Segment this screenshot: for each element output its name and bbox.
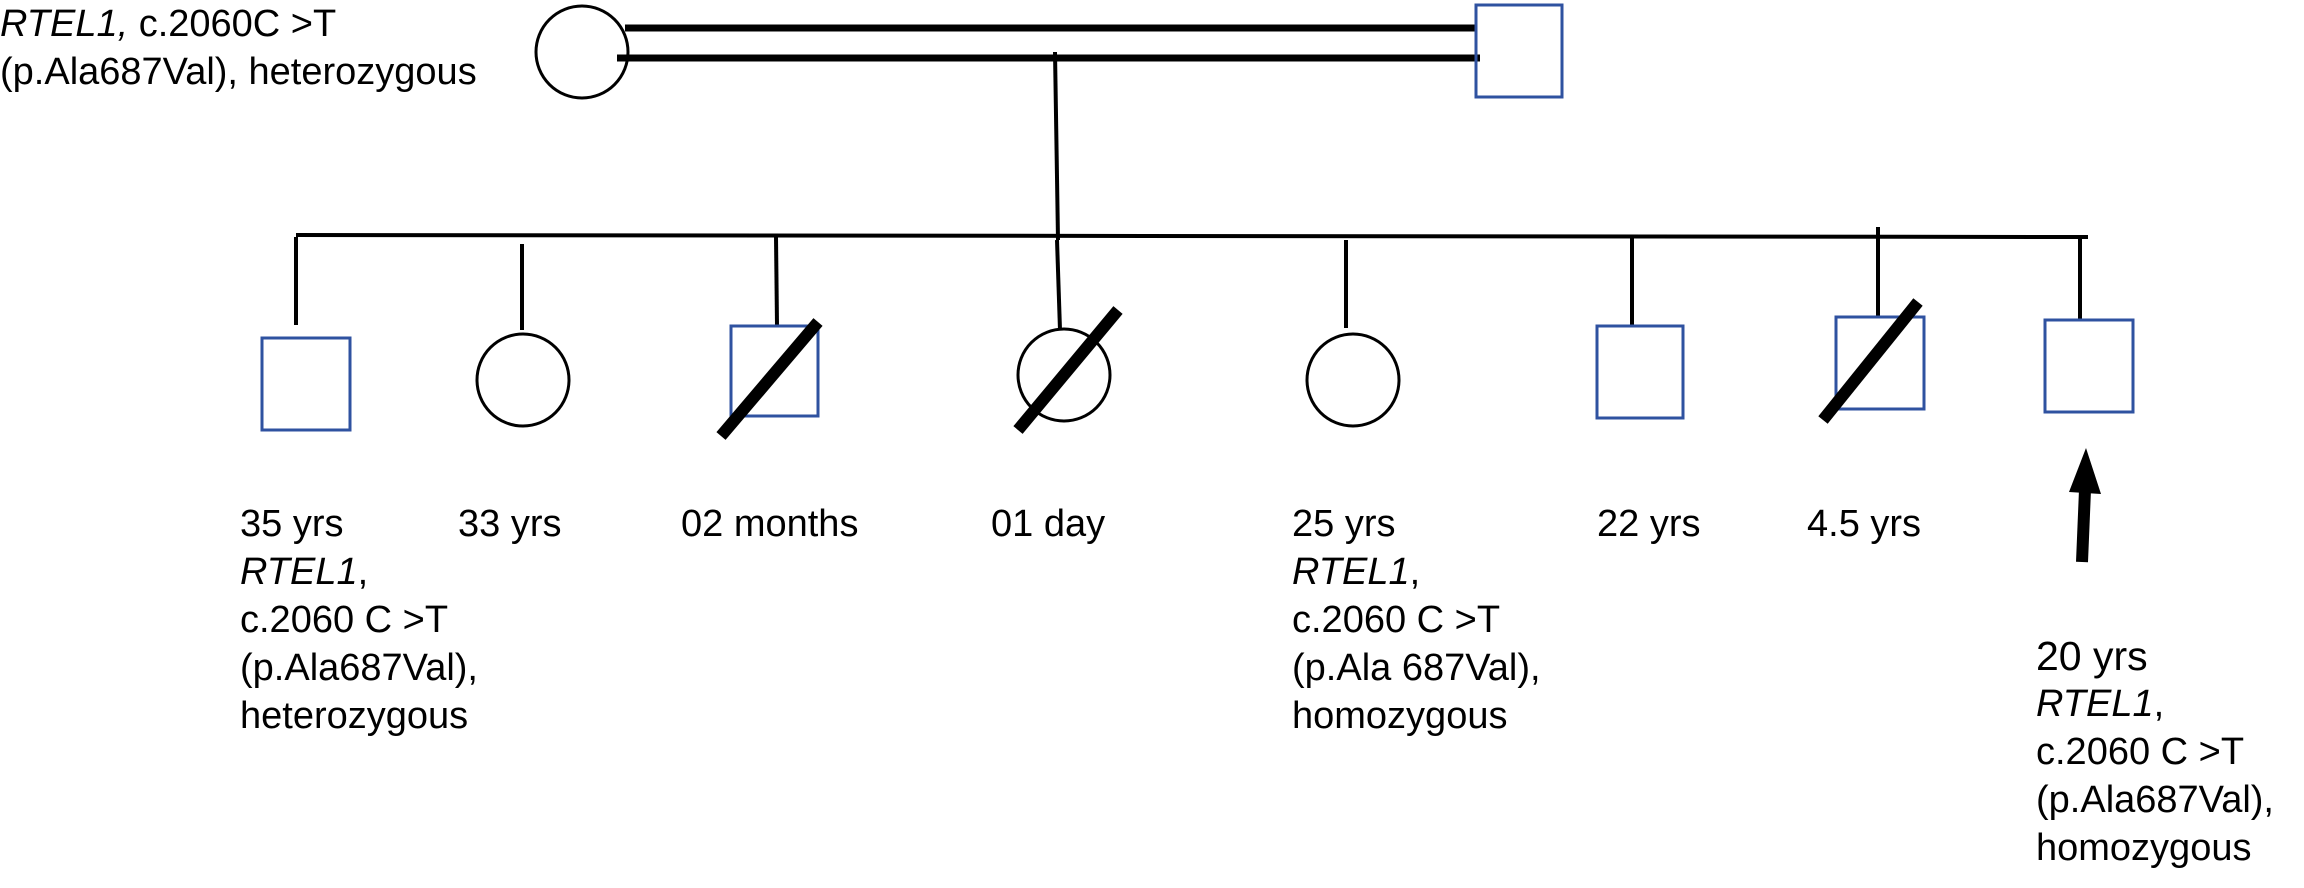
child-3-drop-line — [774, 236, 779, 326]
child-1-label: 35 yrs RTEL1, c.2060 C >T (p.Ala687Val),… — [240, 500, 478, 740]
child-8-protein: (p.Ala687Val), — [2036, 779, 2274, 821]
child-1-gene: RTEL1 — [240, 551, 358, 593]
child-4-label: 01 day — [991, 500, 1105, 548]
mother-variant: c.2060C >T — [138, 3, 337, 45]
child-5-age: 25 yrs — [1292, 503, 1396, 545]
child-5-protein: (p.Ala 687Val), — [1292, 647, 1541, 689]
child-8-zygosity: homozygous — [2036, 827, 2252, 869]
child-6-male-symbol — [1595, 324, 1685, 420]
child-3-deceased-slash — [716, 318, 823, 440]
child-1-protein: (p.Ala687Val), — [240, 647, 478, 689]
child-8-age: 20 yrs — [2036, 633, 2148, 679]
child-1-male-symbol — [260, 336, 352, 432]
child-8-gene: RTEL1 — [2036, 683, 2154, 725]
child-7-label: 4.5 yrs — [1807, 500, 1921, 548]
proband-arrow-shaft — [2076, 489, 2091, 563]
child-7-age: 4.5 yrs — [1807, 503, 1922, 545]
child-5-variant: c.2060 C >T — [1292, 599, 1501, 641]
child-5-zygosity: homozygous — [1292, 695, 1508, 737]
proband-arrow-icon — [2069, 448, 2101, 494]
child-6-label: 22 yrs — [1597, 500, 1700, 548]
child-3-age: 02 months — [681, 503, 859, 545]
child-1-variant: c.2060 C >T — [240, 599, 449, 641]
mother-symbol — [534, 4, 630, 100]
sibship-line — [295, 233, 2089, 239]
child-3-male-symbol — [729, 324, 820, 418]
child-5-label: 25 yrs RTEL1, c.2060 C >T (p.Ala 687Val)… — [1292, 500, 1541, 740]
mother-protein-zygosity: (p.Ala687Val), heterozygous — [0, 51, 477, 93]
child-5-gene: RTEL1 — [1292, 551, 1410, 593]
child-1-zygosity: heterozygous — [240, 695, 469, 737]
child-2-age: 33 yrs — [458, 503, 562, 545]
child-2-label: 33 yrs — [458, 500, 561, 548]
child-8-label: 20 yrs RTEL1, c.2060 C >T (p.Ala687Val),… — [2036, 632, 2274, 872]
child-2-female-symbol — [475, 332, 571, 428]
child-7-male-symbol — [1834, 315, 1926, 411]
child-8-variant: c.2060 C >T — [2036, 731, 2245, 773]
child-6-age: 22 yrs — [1597, 503, 1701, 545]
father-symbol — [1474, 3, 1564, 99]
descent-line — [1053, 51, 1060, 241]
child-1-age: 35 yrs — [240, 503, 344, 545]
child-4-deceased-slash — [1013, 306, 1123, 434]
child-3-label: 02 months — [681, 500, 858, 548]
mother-genotype-label: RTEL1, c.2060C >T (p.Ala687Val), heteroz… — [0, 0, 477, 96]
child-4-female-symbol — [1016, 327, 1112, 423]
child-5-female-symbol — [1305, 332, 1401, 428]
child-4-drop-line — [1055, 239, 1062, 331]
child-7-deceased-slash — [1818, 298, 1923, 424]
child-4-age: 01 day — [991, 503, 1106, 545]
mother-gene: RTEL1, — [0, 3, 129, 45]
child-8-male-symbol — [2043, 318, 2135, 414]
